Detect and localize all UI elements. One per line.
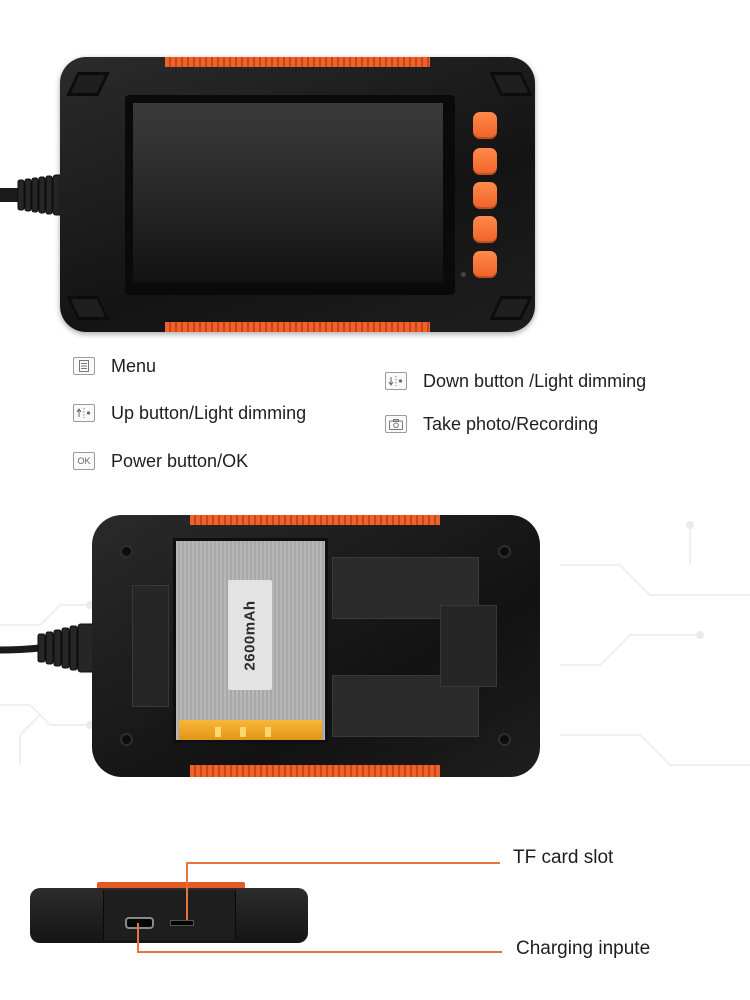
battery-contacts bbox=[179, 720, 322, 740]
legend-power: OK Power button/OK bbox=[73, 449, 248, 473]
mic-dot bbox=[461, 272, 466, 277]
legend-down: Down button /Light dimming bbox=[385, 369, 646, 393]
back-panel-left bbox=[132, 585, 169, 707]
charging-label: Charging inpute bbox=[516, 938, 651, 959]
device-button-photo[interactable] bbox=[473, 251, 497, 278]
device-screen bbox=[133, 103, 443, 283]
camera-icon bbox=[385, 415, 407, 433]
menu-icon bbox=[73, 357, 95, 375]
battery-contact-pin bbox=[215, 727, 221, 737]
tf-callout-line-vertical bbox=[186, 862, 188, 920]
legend-menu-label: Menu bbox=[111, 355, 157, 376]
bottom-grip-inner bbox=[165, 322, 430, 332]
battery-contact-pin bbox=[265, 727, 271, 737]
side-view: TF card slot Charging inpute bbox=[0, 820, 750, 1000]
battery-label: 2600mAh bbox=[228, 580, 272, 690]
charging-callout-line-vertical bbox=[137, 923, 139, 952]
legend-up: Up button/Light dimming bbox=[73, 401, 306, 425]
top-grip-inner bbox=[165, 57, 430, 67]
up-light-icon bbox=[73, 404, 95, 422]
front-view bbox=[0, 0, 750, 345]
device-button-up[interactable] bbox=[473, 148, 497, 175]
back-panel-side bbox=[440, 605, 497, 687]
side-port-panel bbox=[103, 890, 236, 940]
down-light-icon bbox=[385, 372, 407, 390]
legend-photo: Take photo/Recording bbox=[385, 412, 598, 436]
legend-photo-label: Take photo/Recording bbox=[423, 413, 599, 434]
battery-capacity: 2600mAh bbox=[241, 599, 259, 671]
device-button-menu[interactable] bbox=[473, 112, 497, 139]
screw bbox=[500, 547, 509, 556]
cable-icon bbox=[0, 623, 99, 673]
battery-contact-pin bbox=[240, 727, 246, 737]
screw bbox=[122, 547, 131, 556]
device-button-ok[interactable] bbox=[473, 182, 497, 209]
tf-card-slot[interactable] bbox=[170, 920, 194, 926]
legend-up-label: Up button/Light dimming bbox=[111, 402, 307, 423]
screw bbox=[500, 735, 509, 744]
ok-icon: OK bbox=[73, 452, 95, 470]
side-grip bbox=[97, 882, 245, 890]
screw bbox=[122, 735, 131, 744]
legend-down-label: Down button /Light dimming bbox=[423, 370, 647, 391]
bottom-grip bbox=[190, 765, 440, 777]
tf-callout-line-horizontal bbox=[186, 862, 500, 864]
legend-menu: Menu bbox=[73, 354, 156, 378]
top-grip-inner bbox=[190, 515, 440, 525]
charging-callout-line-horizontal bbox=[137, 951, 502, 953]
legend-power-label: Power button/OK bbox=[111, 450, 249, 471]
charging-port[interactable] bbox=[125, 917, 154, 929]
back-view: 2600mAh bbox=[0, 505, 750, 805]
device-button-down[interactable] bbox=[473, 216, 497, 243]
tf-card-label: TF card slot bbox=[513, 847, 614, 868]
